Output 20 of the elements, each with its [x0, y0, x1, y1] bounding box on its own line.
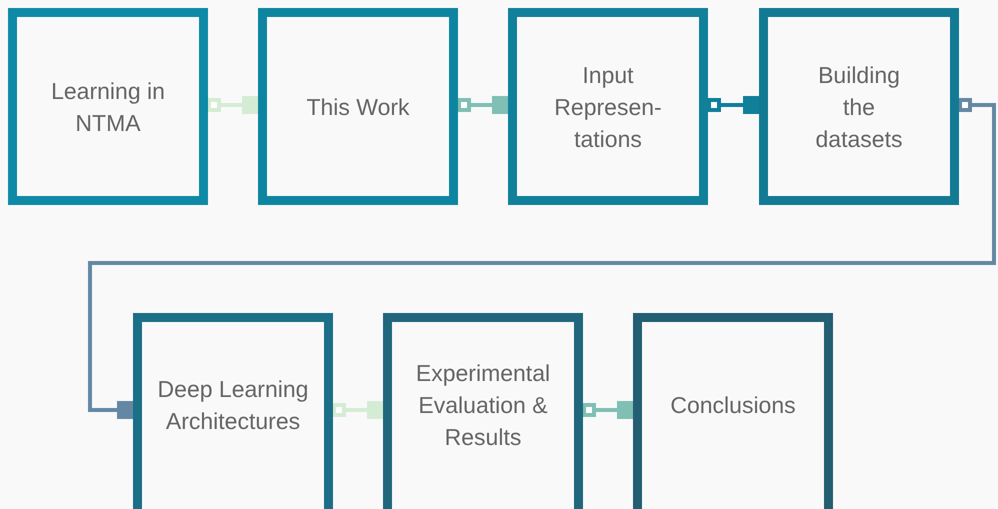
box-label: This Work [306, 92, 410, 122]
connector [707, 96, 761, 114]
process-box [133, 313, 333, 509]
process-box [258, 8, 458, 205]
connector [332, 401, 385, 419]
process-box [759, 8, 959, 205]
process-box [8, 8, 208, 205]
connector [582, 401, 635, 419]
box-label: Building the datasets [814, 60, 904, 154]
box-label: Input Represen- tations [553, 60, 663, 154]
process-box [633, 313, 833, 509]
connector [207, 96, 260, 114]
connector [457, 96, 510, 114]
process-box [508, 8, 708, 205]
connector [88, 98, 996, 419]
box-label: Experimental Evaluation & Results [414, 359, 552, 452]
process-box [383, 313, 583, 509]
box-label: Learning in NTMA [50, 76, 166, 138]
box-label: Deep Learning Architectures [156, 375, 310, 436]
box-label: Conclusions [670, 391, 796, 420]
